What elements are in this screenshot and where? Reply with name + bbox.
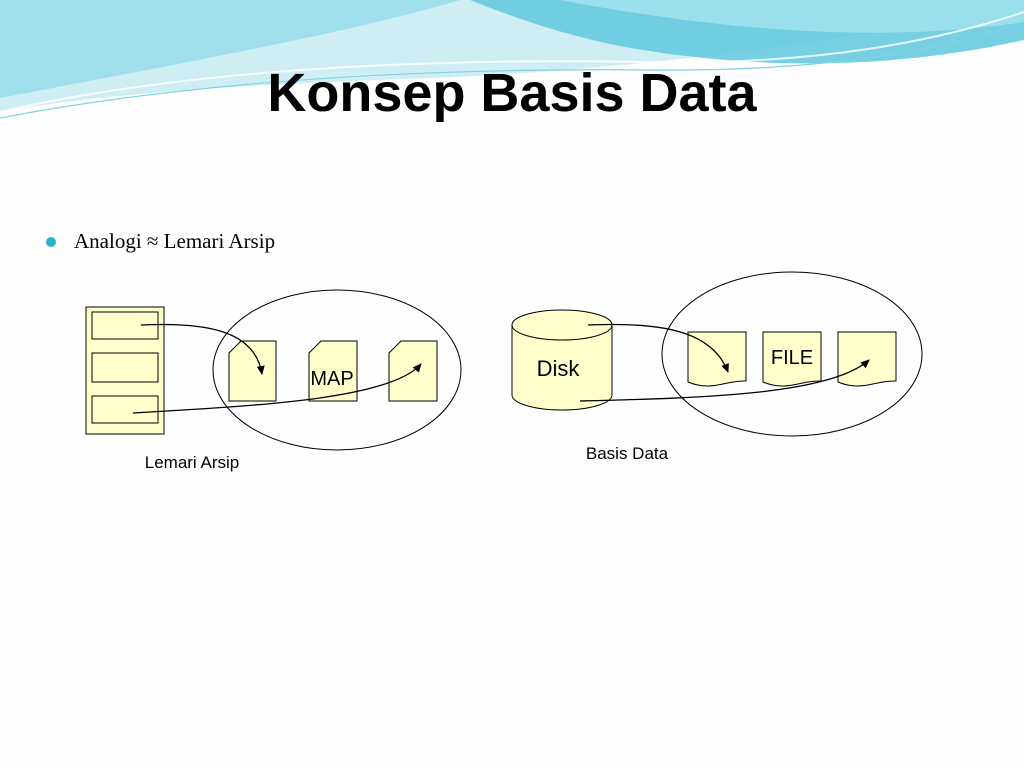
folder-icon-1: [228, 340, 277, 402]
bullet-item: Analogi ≈ Lemari Arsip: [46, 229, 275, 254]
bullet-icon: [46, 236, 56, 247]
folder-icon-map: [308, 340, 358, 402]
header-wave-decoration: [0, 0, 1024, 119]
cabinet-drawer-3: [91, 395, 159, 424]
arrow-disk-to-file: [587, 323, 729, 373]
arrow-disk-to-file-2: [579, 359, 870, 402]
disk-label: Disk: [537, 356, 581, 381]
disk-cylinder: [511, 309, 613, 411]
cabinet-drawer-2: [91, 352, 159, 383]
database-caption: Basis Data: [586, 444, 669, 463]
arrow-drawer-to-folder-2: [132, 363, 422, 414]
page-title: Konsep Basis Data: [267, 63, 757, 123]
file-icon-3: [837, 331, 897, 387]
map-label: MAP: [310, 368, 353, 390]
arrow-drawer-to-folder: [140, 323, 265, 375]
file-label: FILE: [771, 347, 813, 369]
database-files-ellipse: [661, 271, 923, 437]
filing-cabinet: [85, 306, 165, 435]
bullet-text: Analogi ≈ Lemari Arsip: [74, 229, 276, 253]
cabinet-contents-ellipse: [212, 289, 462, 451]
file-icon-1: [687, 331, 747, 387]
cabinet-drawer-1: [91, 311, 159, 340]
cabinet-caption: Lemari Arsip: [145, 453, 239, 472]
